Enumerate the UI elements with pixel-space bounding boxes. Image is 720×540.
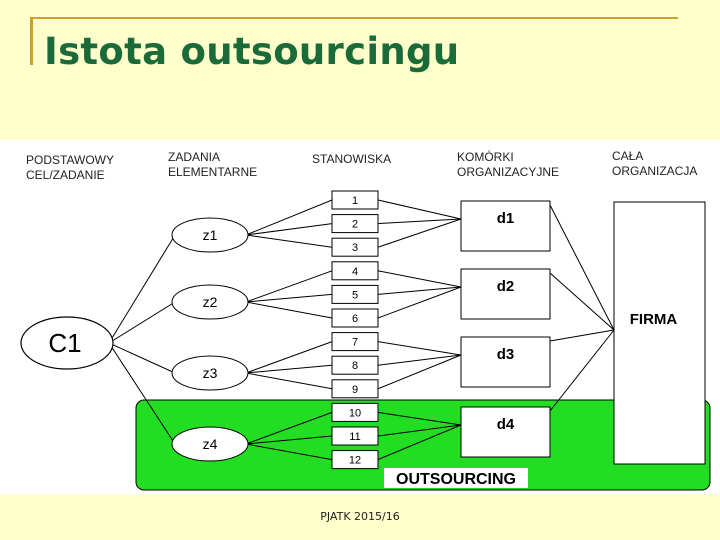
position-label-7: 7 (352, 337, 358, 349)
connector-goal-z3 (108, 342, 176, 374)
title-rule-left (30, 17, 33, 65)
connector-lines (108, 199, 615, 461)
position-box-1 (331, 190, 379, 210)
header-units: KOMÓRKI ORGANIZACYJNE (457, 149, 559, 179)
connector-pos-12-d4 (377, 424, 462, 461)
outsourcing-diagram: PODSTAWOWY CEL/ZADANIE ZADANIA ELEMENTAR… (20, 149, 711, 491)
outsourcing-area (135, 399, 711, 491)
position-label-10: 10 (349, 407, 361, 419)
connector-d2-firma (549, 272, 615, 331)
connector-z3-pos-8 (245, 364, 333, 374)
header-organization: CAŁA ORGANIZACJA (612, 149, 697, 178)
connector-pos-1-d1 (377, 199, 462, 220)
organization-box (613, 201, 706, 465)
position-label-2: 2 (352, 219, 358, 231)
task-node-z3 (171, 355, 249, 391)
goal-node (20, 316, 114, 370)
unit-box-d2 (460, 268, 551, 320)
connector-d4-firma (549, 329, 615, 412)
connector-pos-8-d3 (377, 354, 462, 366)
connector-z4-pos-12 (245, 443, 333, 461)
unit-label-d2: d2 (497, 278, 515, 295)
connector-z4-pos-10 (245, 411, 333, 445)
position-label-1: 1 (352, 195, 358, 207)
connector-pos-11-d4 (377, 424, 462, 437)
connector-pos-5-d2 (377, 286, 462, 295)
unit-box-d4 (460, 406, 551, 458)
position-box-10 (331, 402, 379, 422)
position-box-12 (331, 450, 379, 470)
position-box-3 (331, 237, 379, 257)
header-goal: PODSTAWOWY CEL/ZADANIE (26, 153, 117, 182)
position-label-6: 6 (352, 313, 358, 325)
position-label-4: 4 (352, 266, 358, 278)
task-label-z1: z1 (203, 227, 218, 243)
connector-d3-firma (549, 329, 615, 342)
position-label-3: 3 (352, 242, 358, 254)
goal-label: C1 (48, 328, 81, 358)
connector-z3-pos-7 (245, 341, 333, 374)
position-box-6 (331, 308, 379, 328)
slide-title: Istota outsourcingu (44, 30, 460, 73)
connector-pos-4-d2 (377, 270, 462, 288)
connector-z2-pos-4 (245, 270, 333, 303)
outsourcing-label: OUTSOURCING (396, 471, 516, 488)
outsourcing-label-bg (384, 468, 528, 488)
slide-footer: PJATK 2015/16 (320, 510, 400, 523)
title-rule-top (30, 17, 678, 19)
position-box-4 (331, 261, 379, 281)
position-box-5 (331, 284, 379, 304)
connector-pos-9-d3 (377, 354, 462, 390)
position-box-2 (331, 214, 379, 234)
connector-z4-pos-11 (245, 435, 333, 445)
task-node-z4 (171, 426, 249, 462)
connector-pos-10-d4 (377, 411, 462, 426)
position-label-8: 8 (352, 360, 358, 372)
position-label-9: 9 (352, 384, 358, 396)
position-box-8 (331, 355, 379, 375)
connector-z3-pos-9 (245, 372, 333, 390)
organization-label: FIRMA (630, 311, 678, 328)
connector-goal-z4 (108, 342, 176, 445)
position-label-12: 12 (349, 455, 361, 467)
unit-box-d1 (460, 200, 551, 252)
connector-pos-3-d1 (377, 218, 462, 248)
position-box-11 (331, 426, 379, 446)
position-box-7 (331, 332, 379, 352)
header-positions: STANOWISKA (312, 152, 391, 166)
connector-d1-firma (549, 204, 615, 331)
connector-pos-7-d3 (377, 341, 462, 356)
unit-label-d1: d1 (497, 210, 515, 227)
connector-pos-2-d1 (377, 218, 462, 225)
position-label-11: 11 (349, 431, 360, 443)
position-box-9 (331, 379, 379, 399)
connector-z1-pos-3 (245, 234, 333, 248)
connector-z2-pos-5 (245, 293, 333, 303)
task-label-z4: z4 (203, 436, 218, 452)
connector-pos-6-d2 (377, 286, 462, 319)
task-node-z1 (171, 217, 249, 253)
position-label-5: 5 (352, 289, 358, 301)
task-label-z2: z2 (203, 294, 218, 310)
connector-z1-pos-1 (245, 199, 333, 236)
task-label-z3: z3 (203, 365, 218, 381)
unit-label-d3: d3 (497, 346, 515, 363)
unit-box-d3 (460, 336, 551, 388)
connector-goal-z2 (108, 301, 176, 344)
unit-label-d4: d4 (497, 416, 515, 433)
connector-z2-pos-6 (245, 301, 333, 319)
connector-z1-pos-2 (245, 223, 333, 236)
diagram-panel: PODSTAWOWY CEL/ZADANIE ZADANIA ELEMENTAR… (0, 140, 720, 494)
connector-goal-z1 (108, 234, 176, 344)
header-tasks: ZADANIA ELEMENTARNE (168, 150, 257, 179)
task-node-z2 (171, 284, 249, 320)
